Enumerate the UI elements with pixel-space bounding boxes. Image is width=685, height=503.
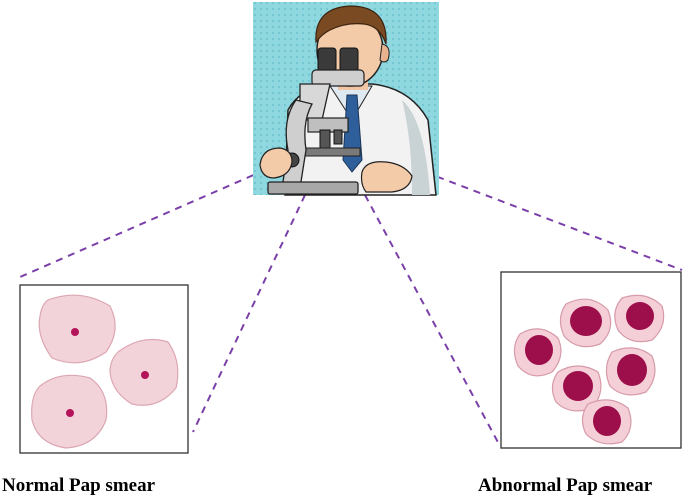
hair <box>315 5 387 45</box>
ear <box>379 43 390 63</box>
normal-pap-smear-caption: Normal Pap smear <box>2 475 156 496</box>
abnormal-cell-6 <box>581 399 632 445</box>
abnormal-smear-panel <box>500 271 682 449</box>
dashed-connector-lines <box>19 169 683 447</box>
normal-nucleus-3 <box>66 409 74 417</box>
abnormal-cell-5 <box>605 347 656 396</box>
connector-line-abnormal-top <box>424 171 683 271</box>
right-hand <box>360 161 413 193</box>
connector-line-normal-top <box>19 169 266 278</box>
abnormal-cell-4 <box>551 365 602 412</box>
eyepieces <box>311 47 365 87</box>
connector-line-normal-bottom <box>192 194 306 433</box>
normal-smear-panel <box>19 284 189 454</box>
scientist-microscope-illustration <box>253 2 439 196</box>
abnormal-cell-1 <box>513 328 562 377</box>
normal-nucleus-1 <box>71 328 79 336</box>
normal-nucleus-2 <box>141 371 149 379</box>
microscope <box>267 83 361 195</box>
left-hand <box>259 147 293 179</box>
abnormal-cell-2 <box>559 298 612 348</box>
lab-coat-shadow <box>402 100 430 195</box>
abnormal-cell-3 <box>614 294 665 343</box>
connector-line-abnormal-bottom <box>364 194 501 447</box>
abnormal-pap-smear-caption: Abnormal Pap smear <box>478 475 653 496</box>
